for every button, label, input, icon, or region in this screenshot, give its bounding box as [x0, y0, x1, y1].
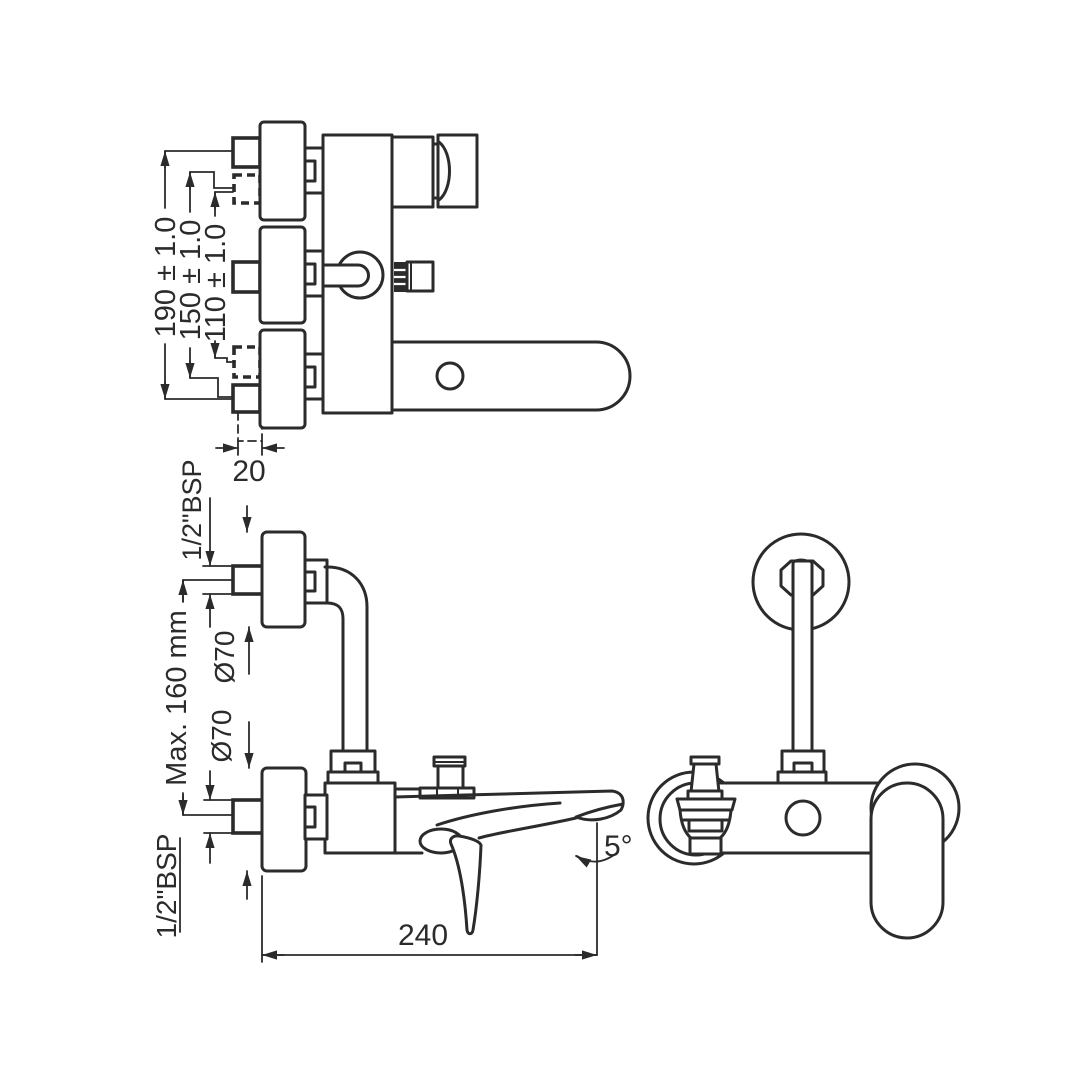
handle-hub — [390, 135, 435, 209]
dim-label-angle: 5° — [604, 830, 633, 863]
diverter-stem-side — [689, 762, 721, 794]
wall-flange — [258, 328, 307, 430]
dim-label-bsp-top: 1/2"BSP — [177, 459, 207, 560]
mixer-body-front — [323, 781, 397, 855]
spout-bowl-step — [687, 818, 724, 833]
spout-top-view — [390, 340, 632, 412]
union-nut-notch — [303, 805, 317, 829]
coupling-base — [326, 770, 380, 785]
dim-label-20: 20 — [232, 455, 265, 488]
coupling-notch-side — [792, 761, 814, 774]
coupling-notch — [343, 761, 363, 774]
pin-ribs — [394, 268, 407, 286]
spout-hole — [435, 361, 465, 391]
inlet-stub — [231, 260, 262, 294]
handle-oval — [869, 781, 945, 940]
inlet-stub — [231, 383, 262, 414]
inlet-stub-hidden — [232, 345, 262, 379]
handle-curve — [437, 140, 451, 202]
dim-label-110: 110 ± 1.0 — [200, 224, 232, 343]
spout-top-edge — [393, 789, 625, 806]
wall-flange — [258, 225, 307, 325]
wall-flange-top — [260, 530, 307, 629]
dimension-max160: Max. 160 mm — [161, 579, 234, 816]
top-view: 190 ± 1.0 150 ± 1.0 110 ± 1.0 20 — [150, 120, 632, 488]
wall-flange — [258, 120, 307, 222]
dimension-150: 150 ± 1.0 — [175, 171, 234, 398]
front-view: 1/2"BSP Ø70 Max. 160 mm Ø70 1/2"BSP — [151, 459, 633, 963]
inlet-stub-hidden — [232, 173, 262, 205]
dimension-dia70-top: Ø70 — [209, 626, 254, 684]
hidden-pipe-outline — [237, 411, 263, 442]
coupling-base-side — [776, 770, 828, 785]
spout-end-on — [675, 755, 737, 856]
dim-label-240: 240 — [398, 919, 448, 952]
inlet-stub — [231, 136, 262, 169]
dimension-dia70-bottom: Ø70 — [206, 710, 254, 769]
spout-bottom-stub — [688, 836, 723, 856]
spout-underside — [477, 816, 578, 840]
spout-sculpt-line — [435, 801, 562, 827]
diverter-stem-front — [436, 764, 465, 790]
riser-pipe-outer — [323, 565, 369, 753]
dimension-angle-5: 5° — [575, 822, 633, 956]
dimension-190: 190 ± 1.0 — [150, 150, 233, 400]
dimension-110: 110 ± 1.0 — [200, 191, 236, 363]
lever-blade — [449, 834, 483, 936]
dim-label-150: 150 ± 1.0 — [175, 220, 207, 341]
side-view — [646, 532, 961, 940]
dim-label-max160: Max. 160 mm — [161, 610, 193, 786]
body-screw-hole — [784, 799, 822, 837]
union-nuts — [303, 146, 327, 401]
dim-label-dia70-top: Ø70 — [209, 631, 240, 684]
dimension-20: 20 — [215, 440, 285, 488]
spout-rim — [675, 797, 737, 812]
union-nut-notch — [303, 570, 317, 593]
dim-label-dia70-bottom: Ø70 — [206, 710, 237, 763]
dim-label-bsp-bottom: 1/2"BSP — [151, 834, 182, 939]
spout-aerator — [574, 802, 625, 822]
diverter-stem — [321, 263, 370, 288]
inlet-stub-top — [231, 564, 265, 596]
wall-flange-bottom — [260, 766, 308, 873]
dimension-240: 240 — [261, 875, 598, 963]
riser-pipe-side — [791, 559, 814, 754]
dim-label-190: 190 ± 1.0 — [150, 217, 182, 338]
dimension-bsp-bottom: 1/2"BSP — [151, 770, 252, 939]
riser-pipe-inner — [323, 601, 345, 753]
dimension-bsp-top: 1/2"BSP — [177, 459, 252, 628]
inlet-stub-bottom — [231, 798, 265, 835]
